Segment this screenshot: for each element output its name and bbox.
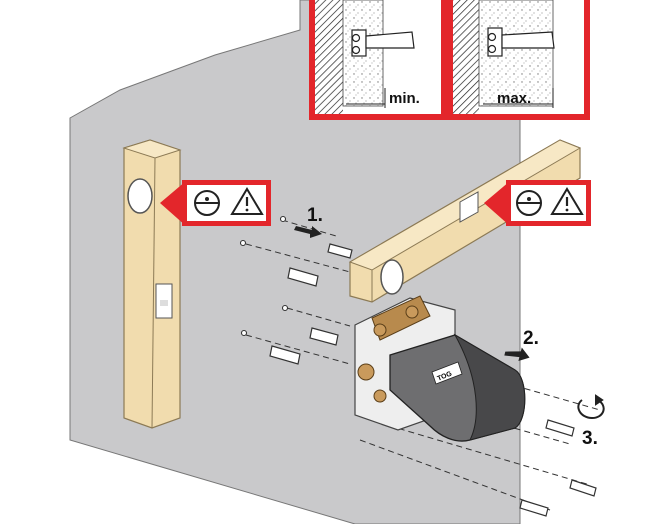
vertical-spirit-level [122, 139, 182, 429]
warning-triangle-icon [550, 187, 584, 215]
inset-max-panel [447, 0, 590, 120]
long-screws [519, 419, 597, 517]
step-2-label: 2. [523, 328, 539, 349]
direction-arrows [294, 226, 530, 362]
rotate-arrow-icon [577, 394, 605, 420]
spirit-level-icon [516, 190, 542, 216]
spirit-level-icon [194, 190, 220, 216]
small-screws [239, 215, 289, 337]
step-1-label: 1. [307, 205, 323, 226]
callout-vertical-level [160, 180, 271, 226]
valve-cover: TOG [389, 333, 526, 442]
inset-min-label: min. [389, 90, 420, 107]
wall-plugs [269, 243, 353, 365]
step-3-label: 3. [582, 428, 598, 449]
callout-horizontal-level [484, 180, 591, 226]
inset-min-panel [309, 0, 447, 120]
inset-max-label: max. [497, 90, 532, 107]
warning-triangle-icon [230, 187, 264, 215]
